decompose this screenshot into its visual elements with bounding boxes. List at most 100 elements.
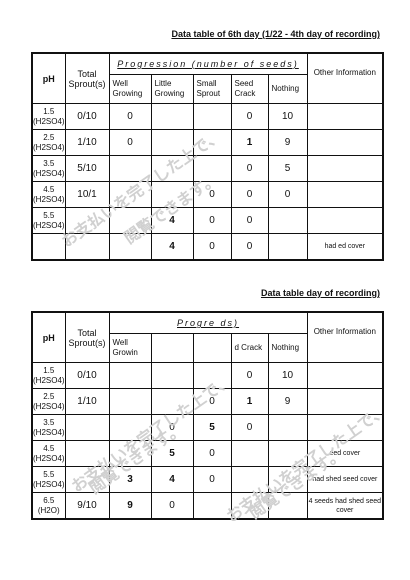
nothing-cell [267, 414, 308, 441]
total-header: Total Sprout(s) [64, 311, 110, 363]
small-cell [192, 129, 232, 156]
ph-cell: 3.5 (H2SO4) [31, 155, 66, 182]
nothing-cell: 5 [267, 155, 308, 182]
nothing-cell: 9 [267, 129, 308, 156]
info-cell [306, 129, 384, 156]
ph-header: pH [31, 311, 66, 363]
small-cell: 0 [192, 181, 232, 208]
ph-header: pH [31, 52, 66, 104]
total-cell: 5/10 [64, 155, 110, 182]
ph-cell: 4.5 (H2SO4) [31, 440, 66, 467]
col-header: Little Growing [150, 74, 194, 104]
little-cell: 4 [150, 466, 194, 493]
little-cell: 4 [150, 207, 194, 234]
info-cell [306, 155, 384, 182]
table-row: 4 0 0 had ed cover [31, 233, 384, 261]
info-cell [306, 181, 384, 208]
crack-cell: 0 [230, 414, 269, 441]
total-cell: 1/10 [64, 129, 110, 156]
small-cell: 0 [192, 233, 232, 261]
little-cell: 5 [150, 440, 194, 467]
col-header: Seed Crack [230, 74, 269, 104]
little-cell [150, 388, 194, 415]
crack-cell [230, 492, 269, 520]
info-cell [306, 362, 384, 389]
col-header: Well Growin [108, 333, 152, 363]
well-cell [108, 414, 152, 441]
crack-cell [230, 440, 269, 467]
table-row: 4.5 (H2SO4) 5 0 eed cover [31, 440, 384, 467]
table-row: 5.5 (H2SO4) 3 4 0 had shed seed cover [31, 466, 384, 493]
nothing-cell: 10 [267, 362, 308, 389]
total-cell [64, 207, 110, 234]
little-cell [150, 362, 194, 389]
small-cell [192, 155, 232, 182]
total-header: Total Sprout(s) [64, 52, 110, 104]
col-header: d Crack [230, 333, 269, 363]
nothing-cell [267, 440, 308, 467]
crack-cell: 0 [230, 155, 269, 182]
table-row: 2.5 (H2SO4) 1/10 0 1 9 [31, 388, 384, 415]
crack-cell: 0 [230, 362, 269, 389]
crack-cell: 0 [230, 233, 269, 261]
progression-header: Progre ds) [108, 311, 308, 334]
well-cell [108, 362, 152, 389]
info-cell: 4 seeds had shed seed cover [306, 492, 384, 520]
info-cell [306, 103, 384, 130]
ph-cell: 1.5 (H2SO4) [31, 362, 66, 389]
info-cell [306, 207, 384, 234]
table-row: 3.5 (H2SO4) 0 5 0 [31, 414, 384, 441]
table-row: 3.5 (H2SO4) 5/10 0 5 [31, 155, 384, 182]
table-row: 2.5 (H2SO4) 1/10 0 1 9 [31, 129, 384, 156]
nothing-cell: 0 [267, 181, 308, 208]
table-title: Data table of 6th day (1/22 - 4th day of… [171, 29, 380, 39]
well-cell [108, 440, 152, 467]
total-cell: 1/10 [64, 388, 110, 415]
other-header: Other Information [306, 52, 384, 104]
ph-cell: 3.5 (H2SO4) [31, 414, 66, 441]
info-cell: had shed seed cover [306, 466, 384, 493]
well-cell [108, 155, 152, 182]
table-row: 5.5 (H2SO4) 4 0 0 [31, 207, 384, 234]
info-cell: eed cover [306, 440, 384, 467]
total-cell: 0/10 [64, 362, 110, 389]
ph-cell: 2.5 (H2SO4) [31, 129, 66, 156]
small-cell: 0 [192, 207, 232, 234]
col-header: Nothing [267, 333, 308, 363]
ph-cell: 4.5 (H2SO4) [31, 181, 66, 208]
total-cell: 10/1 [64, 181, 110, 208]
col-header [192, 333, 232, 363]
nothing-cell [267, 492, 308, 520]
little-cell: 4 [150, 233, 194, 261]
well-cell: 9 [108, 492, 152, 520]
table-row: 6.5 (H2O) 9/10 9 0 4 seeds had shed seed… [31, 492, 384, 520]
data-table-day6: pH Total Sprout(s) Progression (number o… [31, 52, 385, 261]
table-title: Data table day of recording) [260, 288, 380, 298]
nothing-cell [267, 466, 308, 493]
total-cell [64, 233, 110, 261]
ph-cell: 5.5 (H2SO4) [31, 466, 66, 493]
data-table-second: pH Total Sprout(s) Progre ds) Other Info… [31, 311, 385, 520]
nothing-cell [267, 207, 308, 234]
nothing-cell [267, 233, 308, 261]
little-cell [150, 103, 194, 130]
col-header: Small Sprout [192, 74, 232, 104]
ph-cell: 2.5 (H2SO4) [31, 388, 66, 415]
progression-header: Progression (number of seeds) [108, 52, 308, 75]
other-header: Other Information [306, 311, 384, 363]
ph-cell [31, 233, 66, 261]
small-cell: 5 [192, 414, 232, 441]
crack-cell: 0 [230, 103, 269, 130]
ph-cell: 1.5 (H2SO4) [31, 103, 66, 130]
total-cell: 0/10 [64, 103, 110, 130]
crack-cell: 0 [230, 181, 269, 208]
well-cell: 0 [108, 103, 152, 130]
col-header [150, 333, 194, 363]
total-cell: 9/10 [64, 492, 110, 520]
ph-cell: 5.5 (H2SO4) [31, 207, 66, 234]
col-header: Nothing [267, 74, 308, 104]
well-cell: 0 [108, 129, 152, 156]
crack-cell: 0 [230, 207, 269, 234]
table-row: 4.5 (H2SO4) 10/1 0 0 0 [31, 181, 384, 208]
nothing-cell: 9 [267, 388, 308, 415]
